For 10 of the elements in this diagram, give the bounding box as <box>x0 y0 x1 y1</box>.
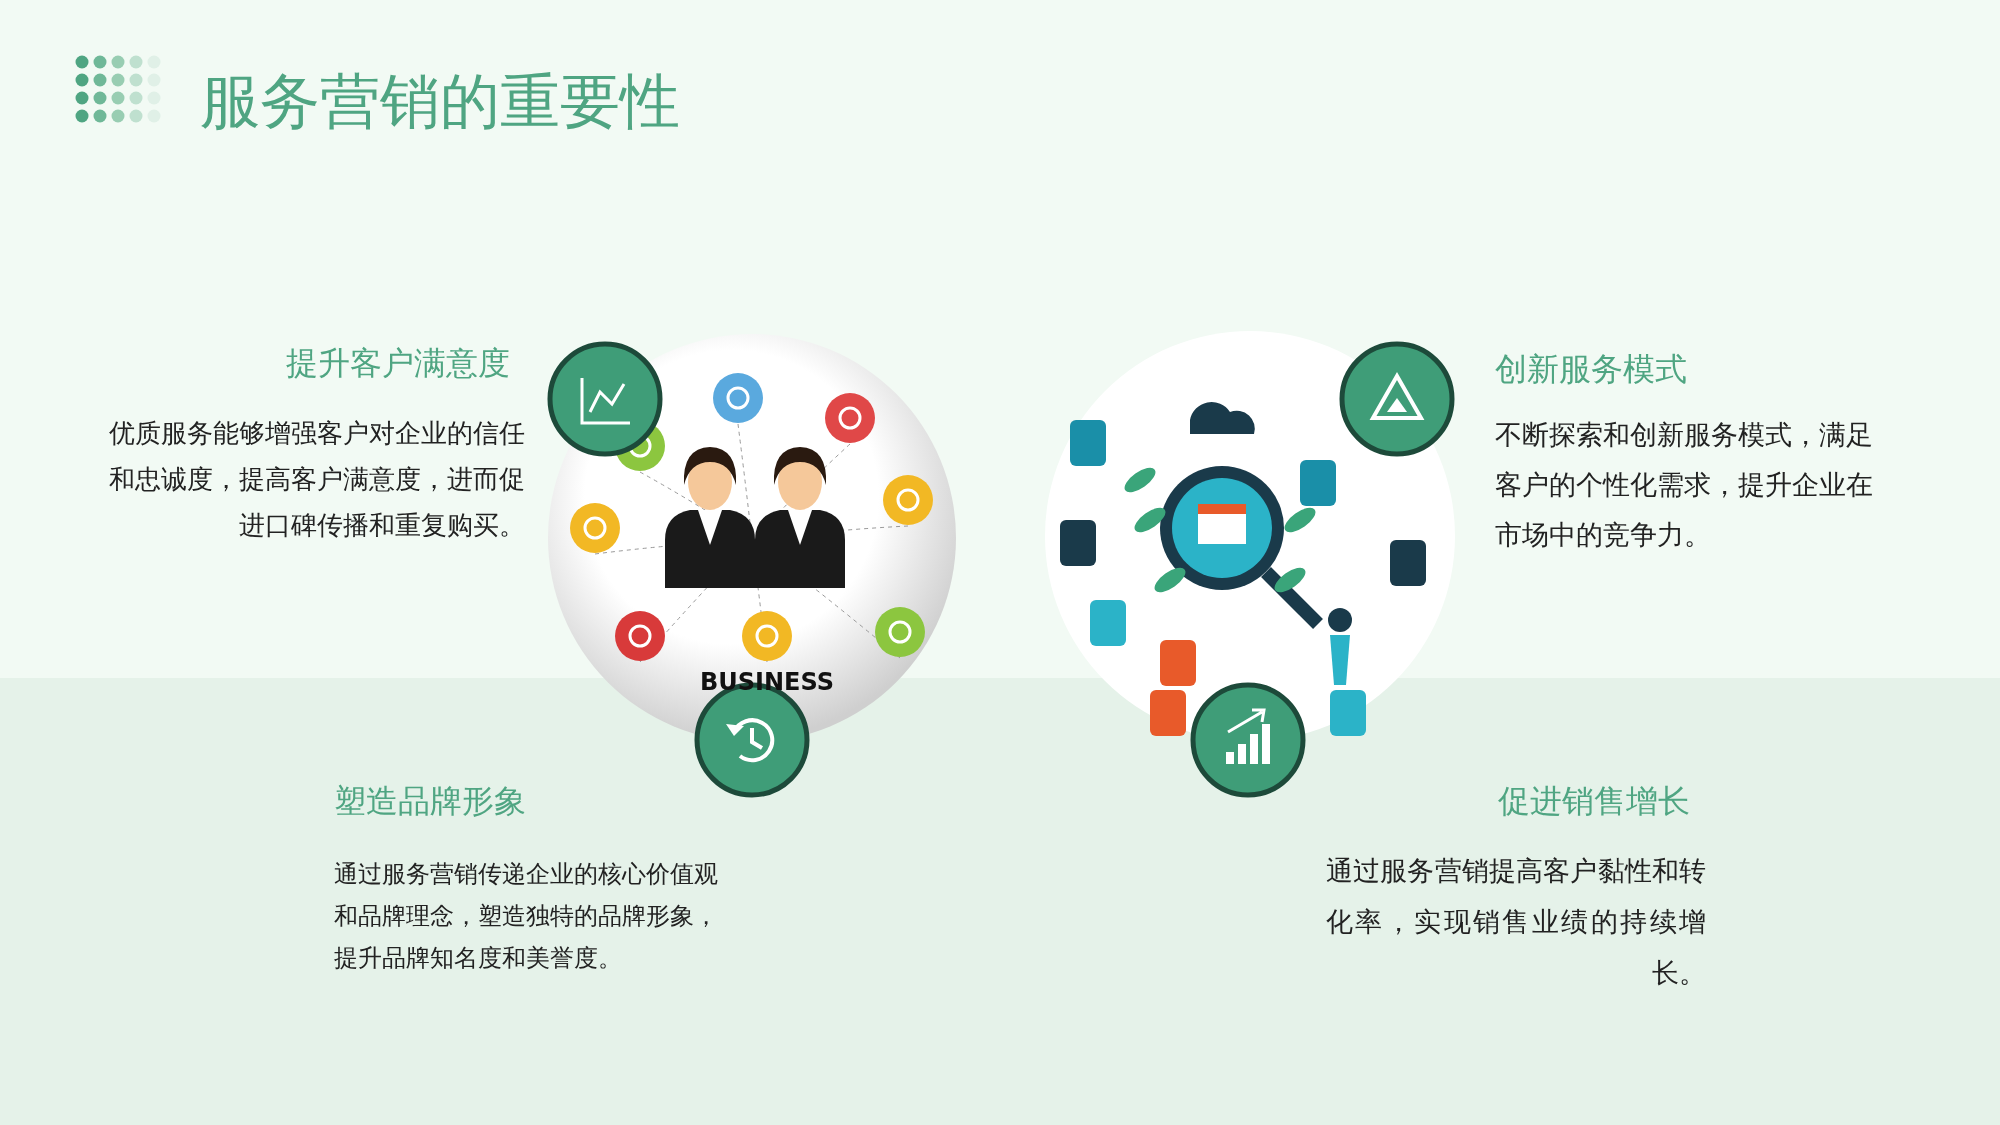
body-text: 优质服务能够增强客户对企业的信任和忠诚度，提高客户满意度，进而促进口碑传播和重复购买。 <box>108 417 525 542</box>
body-text: 通过服务营销提高客户黏性和转化率，实现销售业绩的持续增长。 <box>1326 854 1706 990</box>
body-text: 不断探索和创新服务模式，满足客户的个性化需求，提升企业在市场中的竞争力。 <box>1495 418 1874 552</box>
picture-caption: BUSINESS <box>700 668 834 696</box>
heading: 塑造品牌形象 <box>334 781 526 822</box>
title: 服务营销的重要性 <box>200 65 680 138</box>
heading: 创新服务模式 <box>1495 349 1687 390</box>
body-text: 通过服务营销传递企业的核心价值观和品牌理念，塑造独特的品牌形象，提升品牌知名度和美誉度。 <box>334 859 719 974</box>
heading: 促进销售增长 <box>1497 781 1690 822</box>
heading: 提升客户满意度 <box>285 343 510 384</box>
